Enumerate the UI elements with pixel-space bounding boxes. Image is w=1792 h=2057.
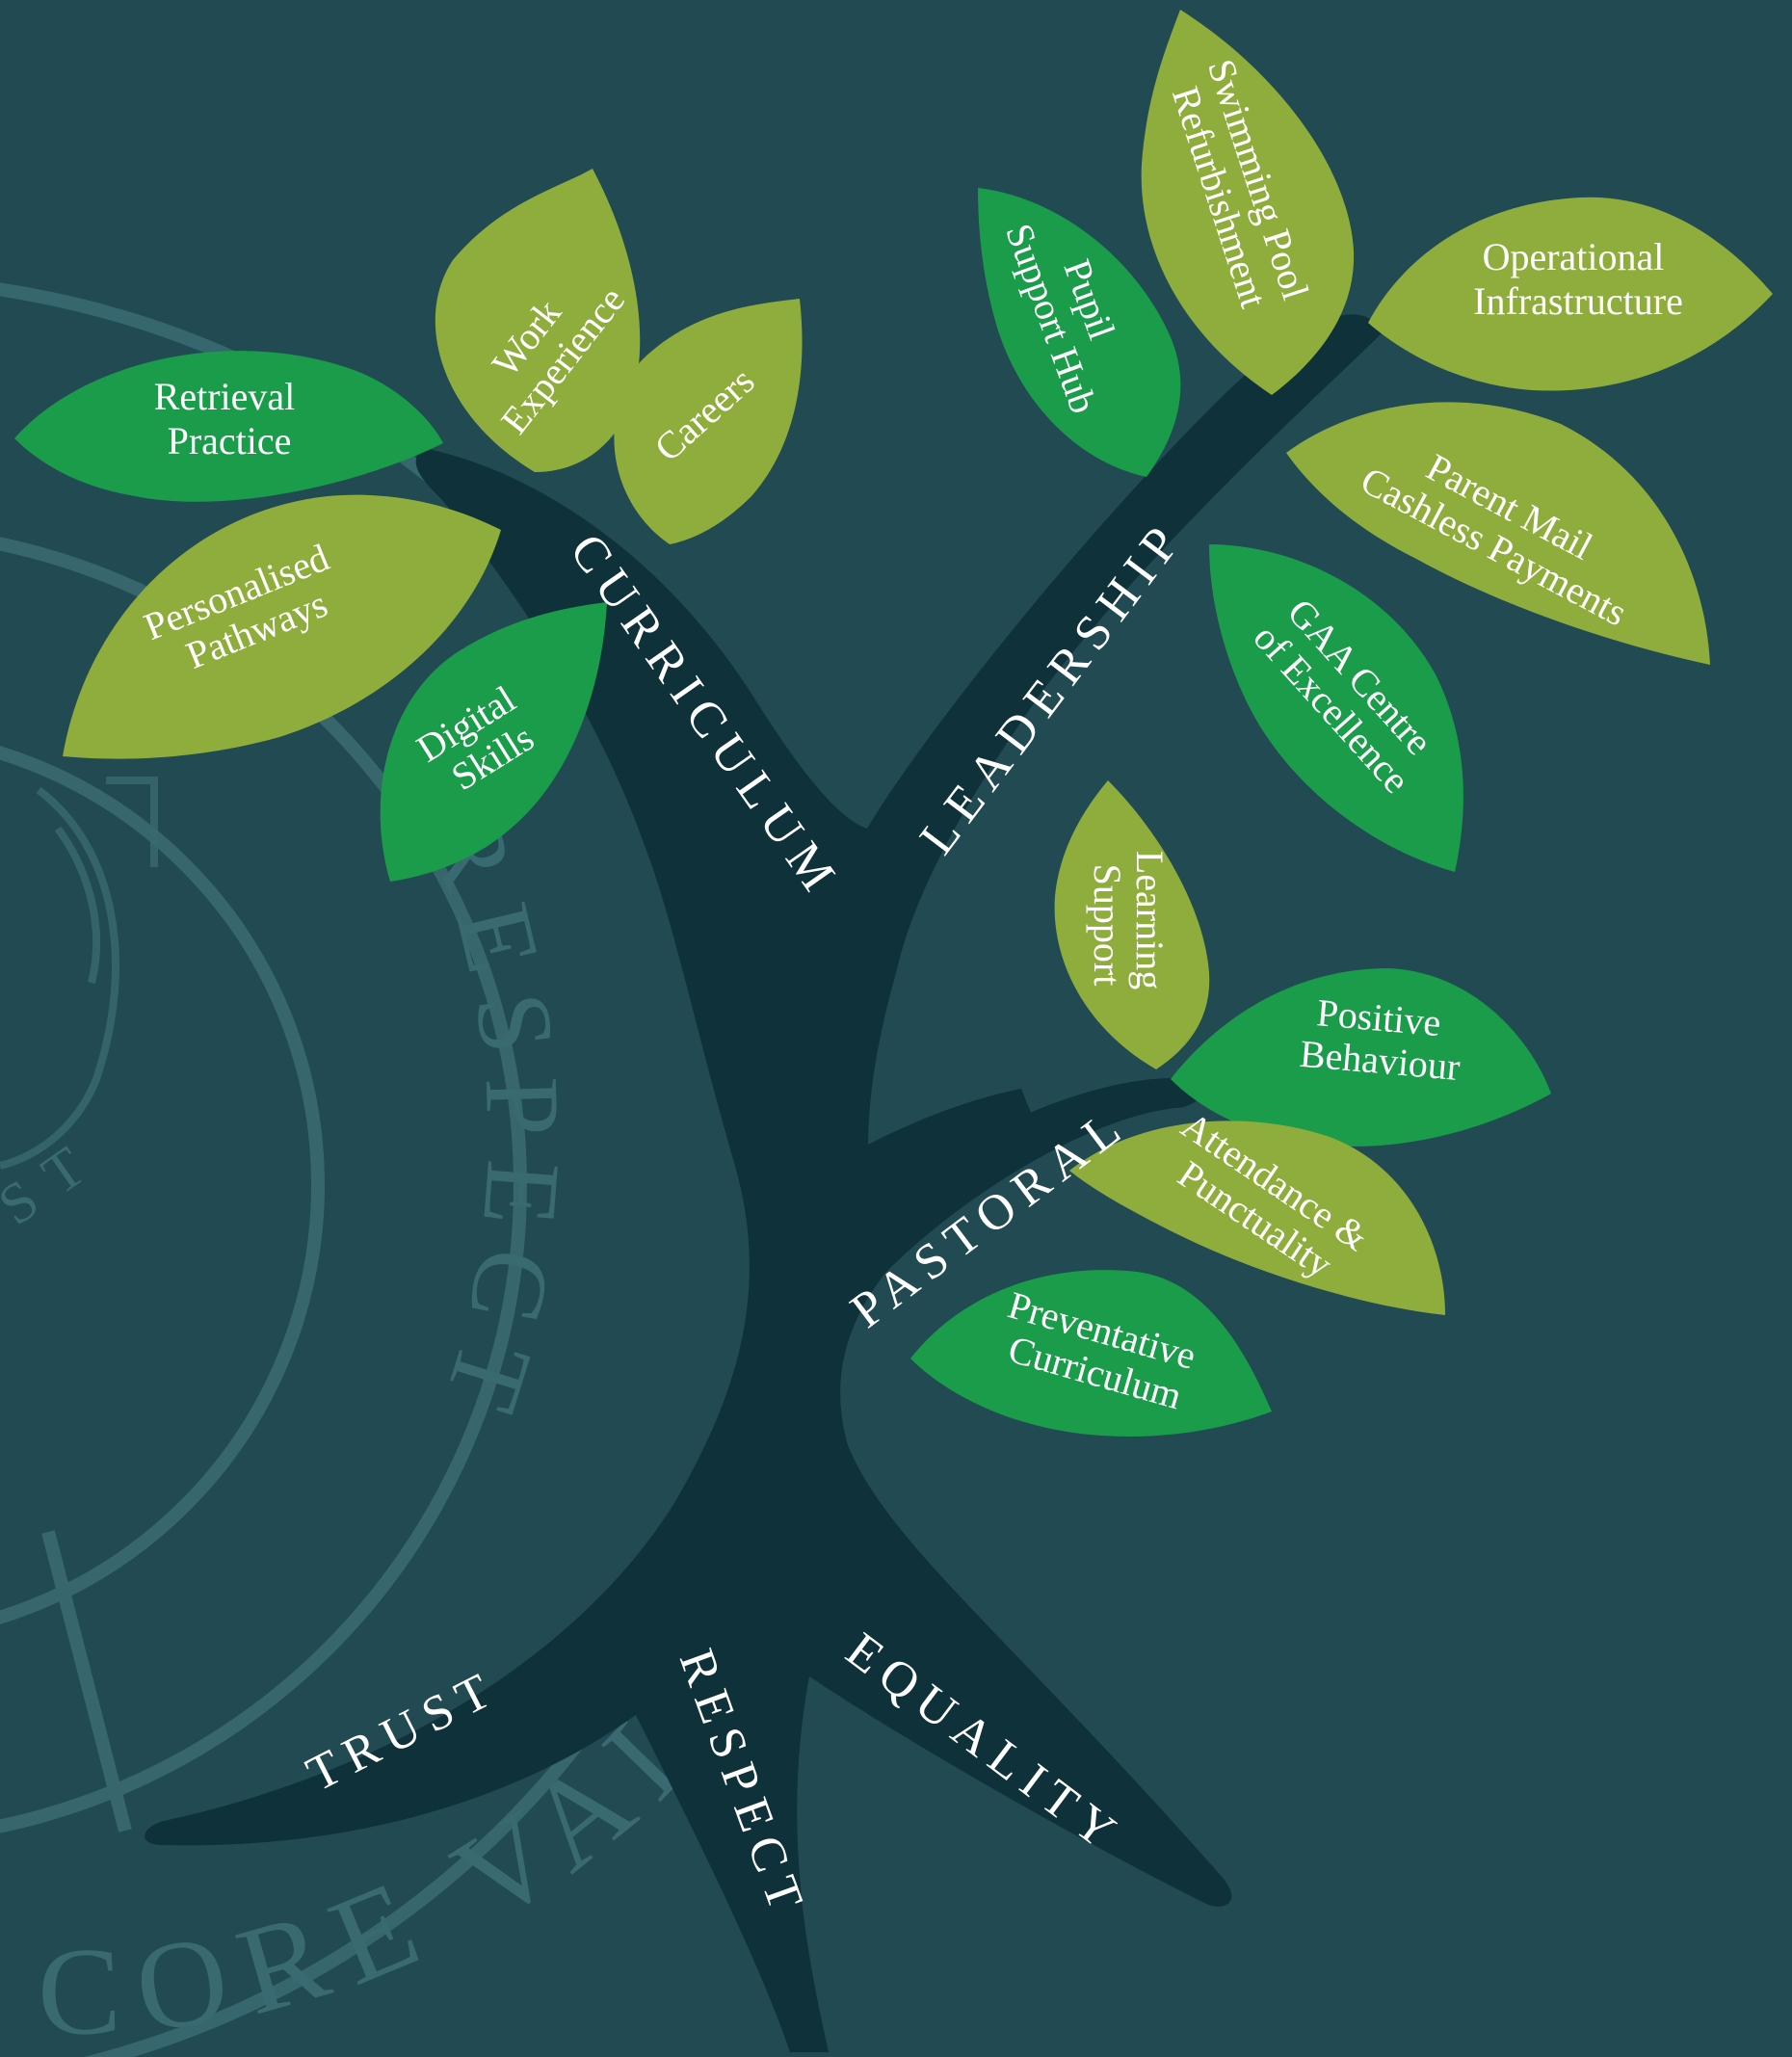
- svg-text:Retrieval Practice: Retrieval Practice: [154, 375, 305, 462]
- leaf-work-experience: Work Experience: [435, 169, 641, 472]
- svg-text:Learning Support: Learning Support: [1086, 851, 1172, 999]
- leaf-learning-support: Learning Support: [1054, 780, 1210, 1069]
- leaf-text-line: Operational: [1483, 235, 1665, 278]
- crest-emblem: [0, 777, 158, 1170]
- leaf-careers: Careers: [614, 299, 803, 544]
- leaf-digital-skills: Digital Skills: [380, 602, 607, 882]
- leaf-positive-behaviour: Positive Behaviour: [1171, 968, 1551, 1147]
- leaf-text-line: Retrieval: [154, 375, 296, 418]
- leaf-text-line: Support: [1086, 864, 1129, 987]
- leaf-text-line: Learning: [1128, 851, 1172, 989]
- leaf-preventative-curriculum: Preventative Curriculum: [910, 1270, 1272, 1437]
- leaf-operational-infrastructure: Operational Infrastructure: [1368, 197, 1773, 391]
- leaf-text-line: Infrastructure: [1473, 279, 1683, 323]
- svg-text:Positive Behaviour: Positive Behaviour: [1298, 989, 1465, 1089]
- leaf-retrieval-practice: Retrieval Practice: [14, 351, 443, 502]
- svg-text:Operational Infrastructu: Operational Infrastructure: [1473, 235, 1683, 323]
- tree-trunk: [145, 314, 1383, 2053]
- leaf-text-line: Practice: [168, 419, 292, 462]
- leaf-gaa-centre: GAA Centre of Excellence: [1209, 544, 1463, 872]
- leaf-text-line: Positive: [1315, 990, 1442, 1044]
